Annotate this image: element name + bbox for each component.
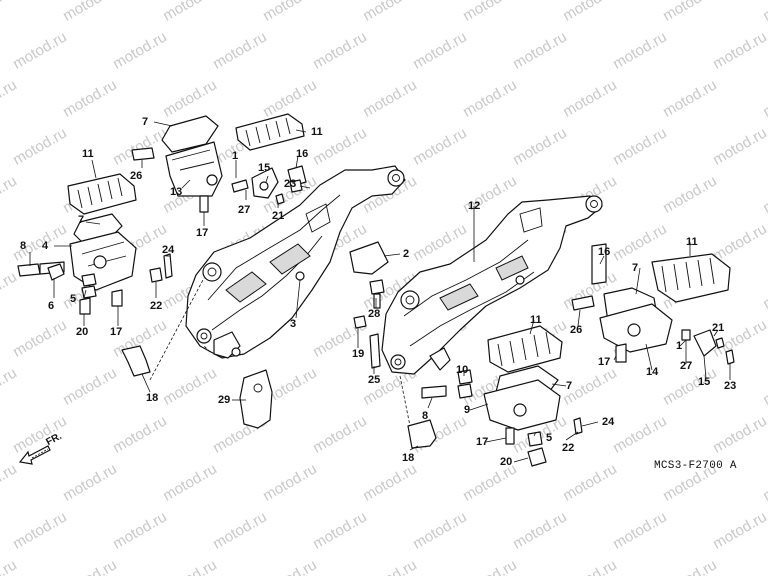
center-small-parts <box>239 241 389 429</box>
callout-label: 6 <box>48 300 55 312</box>
callout-label: 12 <box>468 200 481 212</box>
callout-label: 13 <box>170 186 183 198</box>
callout-label: 18 <box>146 392 159 404</box>
callout-label: 17 <box>196 227 209 239</box>
lower-left-footpeg-assembly <box>17 173 173 377</box>
callout-label: 1 <box>232 150 239 162</box>
callout-label: 26 <box>130 170 143 182</box>
callout-label: 11 <box>311 126 323 138</box>
callout-label: 20 <box>76 326 89 338</box>
callout-label: 22 <box>150 300 163 312</box>
callout-label: 3 <box>290 318 297 330</box>
callout-label: 21 <box>712 322 725 334</box>
right-step-bracket <box>381 195 603 375</box>
front-direction-indicator: FR. <box>18 431 78 466</box>
callout-label: 15 <box>258 162 271 174</box>
callout-label: 24 <box>602 416 615 428</box>
callout-label: 7 <box>566 380 573 392</box>
callout-label: 27 <box>238 204 251 216</box>
callout-label: 5 <box>70 293 77 305</box>
callout-label: 29 <box>218 394 231 406</box>
callout-label: 7 <box>142 116 149 128</box>
callout-label: 15 <box>698 376 711 388</box>
callout-label: 17 <box>598 356 611 368</box>
upper-left-footpeg-assembly <box>131 113 307 213</box>
callout-label: 18 <box>402 452 415 464</box>
left-step-bracket <box>185 165 406 359</box>
callout-label: 17 <box>476 436 489 448</box>
callout-label: 20 <box>500 456 513 468</box>
callout-label: 21 <box>272 210 285 222</box>
diagram-code-suffix: A <box>729 460 737 472</box>
callout-label: 2 <box>403 248 410 260</box>
callout-label: 17 <box>110 326 123 338</box>
callout-label: 11 <box>530 314 542 326</box>
callout-label: 26 <box>570 324 583 336</box>
right-footpeg-assemblies <box>407 243 735 467</box>
diagram-code-main: MCS3-F2700 <box>654 460 724 472</box>
callout-label: 11 <box>82 148 94 160</box>
leader-lines <box>29 121 731 463</box>
callout-label: 9 <box>464 404 471 416</box>
callout-label: 24 <box>162 244 175 256</box>
callout-label: 5 <box>546 432 553 444</box>
callout-label: 16 <box>598 246 611 258</box>
callout-label: 23 <box>724 380 737 392</box>
callout-label: 16 <box>296 148 309 160</box>
callout-label: 23 <box>284 178 297 190</box>
callout-label: 28 <box>368 308 381 320</box>
callout-label: 10 <box>456 364 469 376</box>
callout-label: 8 <box>422 410 429 422</box>
arrow-left-icon <box>18 445 51 465</box>
callout-label: 22 <box>562 442 575 454</box>
callout-label: 11 <box>686 236 698 248</box>
callout-label: 1 <box>676 340 683 352</box>
callout-label: 7 <box>632 262 639 274</box>
callout-label: 8 <box>20 240 27 252</box>
callout-label: 4 <box>42 240 49 252</box>
callout-label: 27 <box>680 360 693 372</box>
callout-label: 7 <box>78 214 85 226</box>
callout-label: 14 <box>646 366 659 378</box>
diagram-code: MCS3-F2700 A <box>654 460 737 472</box>
callout-label: 19 <box>352 348 365 360</box>
callout-label: 25 <box>368 374 381 386</box>
